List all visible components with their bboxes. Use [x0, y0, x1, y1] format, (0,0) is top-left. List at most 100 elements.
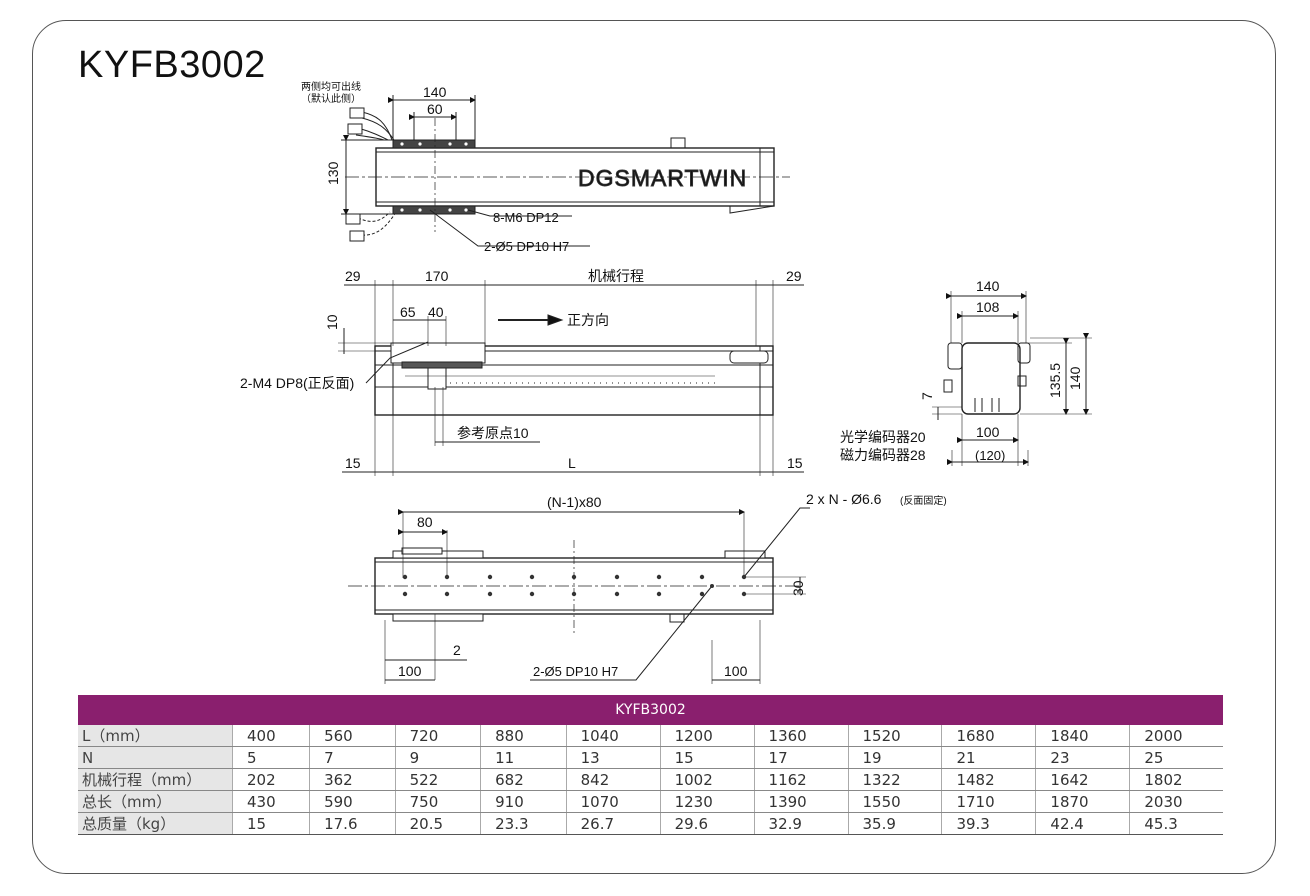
table-cell: 29.6	[659, 812, 755, 835]
table-cell: 590	[309, 790, 396, 813]
table-cell: 15	[231, 812, 310, 835]
encoder-magnetic: 磁力编码器28	[840, 447, 926, 463]
table-cell: 1642	[1035, 768, 1130, 791]
table-cell: 35.9	[847, 812, 942, 835]
bottom-view	[348, 507, 810, 684]
callout-mount-note: (反面固定)	[900, 494, 947, 507]
label-stroke: 机械行程	[588, 268, 644, 284]
end-view	[932, 291, 1092, 466]
dim-2: 2	[453, 642, 461, 658]
brand-label: DGSMARTWIN	[578, 165, 747, 191]
callout-m6: 8-M6 DP12	[493, 210, 559, 225]
table-cell: 26.7	[565, 812, 661, 835]
top-view: 两侧均可出线 （默认此侧）	[301, 80, 790, 247]
dim-40: 40	[428, 304, 444, 320]
table-cell: 720	[394, 725, 481, 747]
table-cell: 430	[231, 790, 310, 813]
table-cell: 1230	[659, 790, 755, 813]
dim-7: 7	[919, 392, 935, 400]
table-cell: 522	[394, 768, 481, 791]
table-cell: 682	[480, 768, 567, 791]
table-cell: 1550	[847, 790, 942, 813]
cable-note-2: （默认此侧）	[301, 92, 361, 105]
dim-100-left: 100	[398, 663, 422, 679]
dim-60: 60	[427, 101, 443, 117]
table-cell: 1040	[565, 725, 661, 747]
dim-pitch: (N-1)x80	[547, 494, 602, 510]
table-cell: 45.3	[1129, 812, 1223, 835]
table-cell: 9	[394, 746, 481, 769]
table-cell: 1710	[941, 790, 1036, 813]
dim-140-end: 140	[976, 278, 1000, 294]
callout-pins-top: 2-Ø5 DP10 H7	[484, 239, 569, 254]
technical-drawing: 两侧均可出线 （默认此侧）	[240, 80, 1092, 684]
table-cell: 1322	[847, 768, 942, 791]
table-cell: 21	[941, 746, 1036, 769]
table-cell: 42.4	[1035, 812, 1130, 835]
mounting-holes	[402, 574, 747, 597]
dim-100-end: 100	[976, 424, 1000, 440]
table-cell: 11	[480, 746, 567, 769]
page-frame	[32, 20, 1276, 874]
dim-80: 80	[417, 514, 433, 530]
table-title: KYFB3002	[78, 695, 1223, 725]
table-cell: 842	[565, 768, 661, 791]
row-label: L（mm）	[78, 725, 233, 747]
callout-mount: 2 x N - Ø6.6	[806, 491, 882, 507]
table-header-row: KYFB3002	[78, 695, 1223, 725]
row-label: N	[78, 746, 233, 769]
table-cell: 1680	[941, 725, 1036, 747]
row-label: 总质量（kg）	[78, 812, 233, 835]
table-cell: 1200	[659, 725, 755, 747]
dim-L: L	[568, 455, 576, 471]
table-cell: 5	[231, 746, 310, 769]
table-cell: 19	[847, 746, 942, 769]
table-cell: 750	[394, 790, 481, 813]
table-cell: 400	[231, 725, 310, 747]
dim-140-end-side: 140	[1067, 366, 1083, 390]
dim-170: 170	[425, 268, 449, 284]
table-cell: 39.3	[941, 812, 1036, 835]
row-label: 总长（mm）	[78, 790, 233, 813]
dim-140-top: 140	[423, 84, 447, 100]
table-cell: 1002	[659, 768, 755, 791]
table-cell: 13	[565, 746, 661, 769]
dim-15-right: 15	[787, 455, 803, 471]
dim-29-right: 29	[786, 268, 802, 284]
table-cell: 560	[309, 725, 396, 747]
table-cell: 910	[480, 790, 567, 813]
ref-origin: 参考原点10	[457, 425, 529, 441]
direction-label: 正方向	[567, 312, 609, 328]
table-cell: 880	[480, 725, 567, 747]
table-cell: 1870	[1035, 790, 1130, 813]
table-cell: 25	[1129, 746, 1223, 769]
dim-130: 130	[325, 161, 341, 185]
table-cell: 23.3	[480, 812, 567, 835]
model-title: KYFB3002	[78, 44, 266, 86]
dim-120-end: (120)	[975, 448, 1005, 463]
table-cell: 202	[231, 768, 310, 791]
dim-100-right: 100	[724, 663, 748, 679]
table-cell: 1360	[753, 725, 848, 747]
table-cell: 32.9	[753, 812, 848, 835]
table-cell: 17.6	[309, 812, 396, 835]
dim-15-left: 15	[345, 455, 361, 471]
table-cell: 1390	[753, 790, 848, 813]
dim-135-5: 135.5	[1047, 363, 1063, 398]
callout-pins-bottom: 2-Ø5 DP10 H7	[533, 664, 618, 679]
table-cell: 2000	[1129, 725, 1223, 747]
row-label: 机械行程（mm）	[78, 768, 233, 791]
table-cell: 1840	[1035, 725, 1130, 747]
table-cell: 7	[309, 746, 396, 769]
table-cell: 1520	[847, 725, 942, 747]
dim-30: 30	[790, 580, 806, 596]
dim-29-left: 29	[345, 268, 361, 284]
side-view	[338, 280, 804, 476]
table-cell: 17	[753, 746, 848, 769]
table-cell: 15	[659, 746, 755, 769]
